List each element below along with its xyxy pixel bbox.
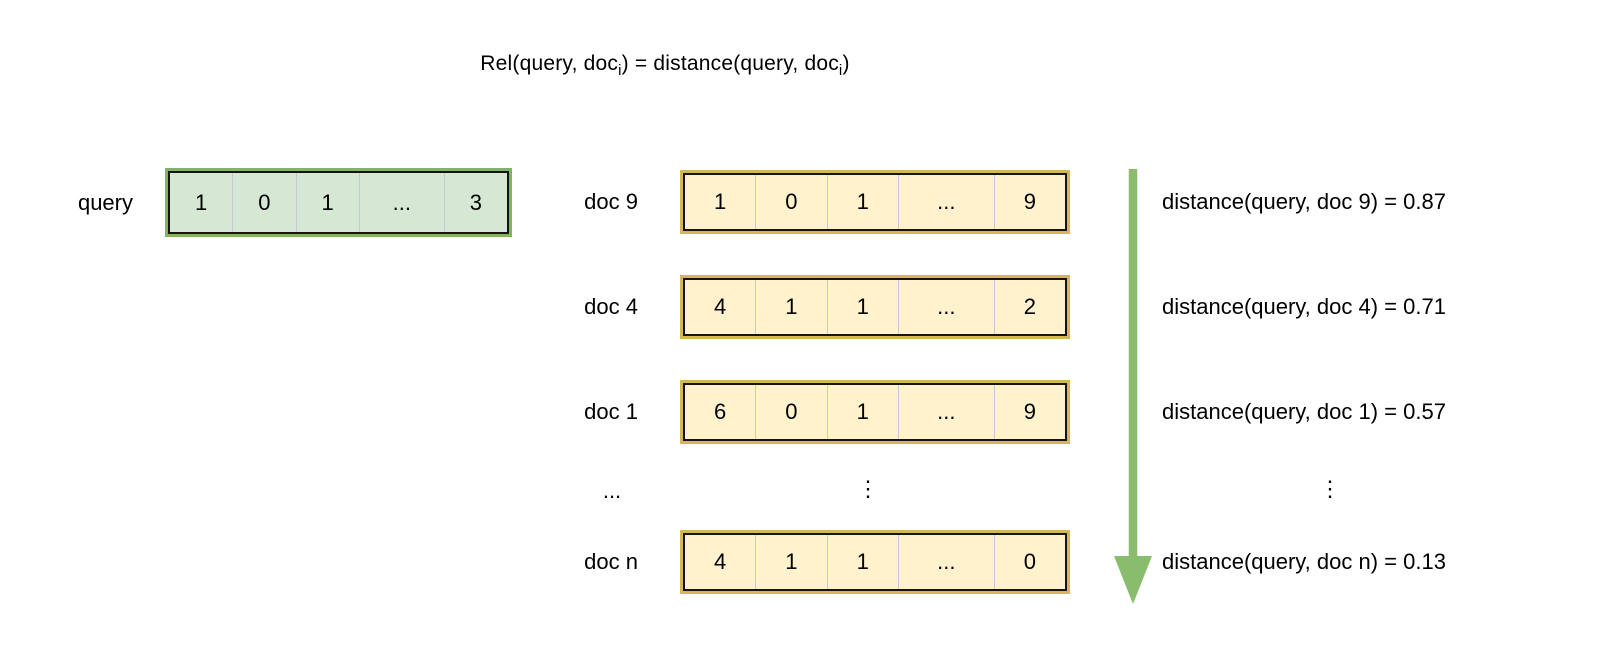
ranking-arrow <box>1114 169 1152 604</box>
doc-row-label: doc n <box>584 549 638 574</box>
vector-cell-ellipsis: ... <box>897 280 994 334</box>
doc-vector-cells: 6 0 1 ... 9 <box>683 383 1067 441</box>
vector-cell: 1 <box>826 175 898 229</box>
doc-vector: 4 1 1 ... 0 <box>680 530 1070 594</box>
vector-cell: 9 <box>993 175 1065 229</box>
doc-vector: 6 0 1 ... 9 <box>680 380 1070 444</box>
doc-vector-cells: 4 1 1 ... 0 <box>683 533 1067 591</box>
vector-cell-ellipsis: ... <box>358 173 444 232</box>
vector-cell: 1 <box>755 535 826 589</box>
ellipsis-distance-dots: ⋮ <box>1319 476 1341 501</box>
vector-cell: 0 <box>232 173 295 232</box>
query-row-label: query <box>77 189 133 215</box>
vector-cell: 1 <box>195 189 208 215</box>
ellipsis-vector-dots: ⋮ <box>857 476 879 501</box>
vector-cell: 4 <box>714 294 727 319</box>
query-vector-cells: 1 0 1 ... 3 <box>168 171 509 234</box>
distance-label: distance(query, doc 9) = 0.87 <box>1162 189 1446 214</box>
vector-cell: 1 <box>295 173 359 232</box>
ellipsis-row-label: ... <box>602 478 622 503</box>
vector-cell: 0 <box>755 385 826 439</box>
doc-vector: 1 0 1 ... 9 <box>680 170 1070 234</box>
vector-cell: 1 <box>826 535 898 589</box>
arrow-head-icon <box>1114 556 1152 604</box>
doc-row-label: doc 9 <box>584 189 638 214</box>
vector-cell: 9 <box>993 385 1065 439</box>
formula-part: Rel(query, doc <box>480 52 619 75</box>
formula-subscript: i <box>618 62 622 80</box>
vector-cell: 1 <box>714 189 727 214</box>
vector-cell: 2 <box>993 280 1065 334</box>
vector-cell: 0 <box>993 535 1065 589</box>
vector-cell-ellipsis: ... <box>897 385 994 439</box>
distance-label: distance(query, doc 1) = 0.57 <box>1162 399 1446 424</box>
doc-row-label: doc 1 <box>584 399 638 424</box>
doc-vector-cells: 4 1 1 ... 2 <box>683 278 1067 336</box>
vector-cell: 1 <box>826 280 898 334</box>
formula-part: ) <box>842 52 850 75</box>
vector-cell: 1 <box>755 280 826 334</box>
vector-cell-ellipsis: ... <box>897 535 994 589</box>
vector-cell: 1 <box>826 385 898 439</box>
formula-title: Rel(query, doci) = distance(query, doci) <box>0 52 1330 79</box>
distance-label: distance(query, doc 4) = 0.71 <box>1162 294 1446 319</box>
doc-vector-cells: 1 0 1 ... 9 <box>683 173 1067 231</box>
query-vector: 1 0 1 ... 3 <box>165 168 512 237</box>
vector-cell: 3 <box>443 173 507 232</box>
formula-part: ) = distance(query, doc <box>621 52 839 75</box>
vector-cell: 0 <box>755 175 826 229</box>
vector-cell: 4 <box>714 549 727 574</box>
doc-row-label: doc 4 <box>584 294 638 319</box>
distance-label: distance(query, doc n) = 0.13 <box>1162 549 1446 574</box>
vector-cell-ellipsis: ... <box>897 175 994 229</box>
vector-cell: 6 <box>714 399 727 424</box>
doc-vector: 4 1 1 ... 2 <box>680 275 1070 339</box>
formula-subscript: i <box>838 62 843 80</box>
